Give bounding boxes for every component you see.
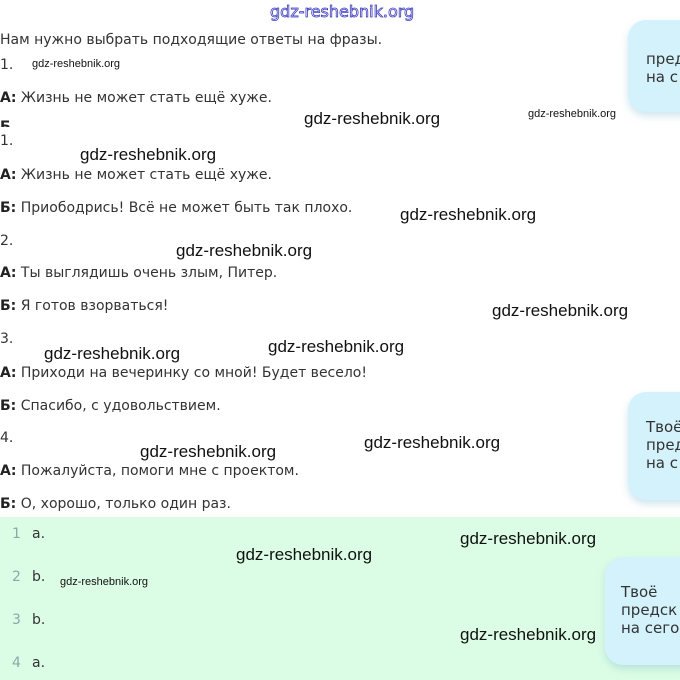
phrase-text: Жизнь не может стать ещё хуже. <box>20 90 272 106</box>
watermark: gdz-reshebnik.org <box>460 625 597 644</box>
answer-value: b. <box>32 612 46 628</box>
reply-text: О, хорошо, только один раз. <box>20 496 231 512</box>
phrase-text: Ты выглядишь очень злым, Питер. <box>20 265 278 281</box>
dialogue-line-a: А: Жизнь не может стать ещё хуже. <box>0 166 272 184</box>
answer-row: 2 b. <box>12 568 45 586</box>
watermark: gdz-reshebnik.org <box>80 145 217 164</box>
speaker-label: Б: <box>0 298 17 314</box>
watermark: gdz-reshebnik.org <box>60 576 149 588</box>
dialogue-number: 4. <box>0 430 14 446</box>
answers-panel <box>0 517 680 680</box>
promo-bubble[interactable]: Твоё предск на сего <box>605 557 680 665</box>
dialogue-number: 1. <box>0 133 14 149</box>
speaker-label: Б: <box>0 496 17 512</box>
watermark: gdz-reshebnik.org <box>400 205 537 224</box>
dialogue-line-a: А: Ты выглядишь очень злым, Питер. <box>0 264 277 282</box>
reply-text: Спасибо, с удовольствием. <box>20 398 221 414</box>
watermark: gdz-reshebnik.org <box>44 344 181 363</box>
speaker-label: А: <box>0 463 17 479</box>
promo-bubble[interactable]: Твоё пред на с <box>628 392 680 500</box>
watermark: gdz-reshebnik.org <box>528 108 617 120</box>
watermark: gdz-reshebnik.org <box>176 241 313 260</box>
phrase-text: Приходи на вечеринку со мной! Будет весе… <box>20 365 367 381</box>
watermark: gdz-reshebnik.org <box>32 58 121 70</box>
answer-number: 3 <box>12 612 21 628</box>
watermark: gdz-reshebnik.org <box>268 337 405 356</box>
watermark: gdz-reshebnik.org <box>492 301 629 320</box>
dialogue-line-a: А: Пожалуйста, помоги мне с проектом. <box>0 462 299 480</box>
reply-text: Я готов взорваться! <box>20 298 169 314</box>
watermark: gdz-reshebnik.org <box>236 545 373 564</box>
answer-row: 1 a. <box>12 525 45 543</box>
speaker-label: А: <box>0 90 17 106</box>
speaker-label: Б <box>0 119 11 127</box>
speaker-label: Б: <box>0 398 17 414</box>
dialogue-line-b: Б: Спасибо, с удовольствием. <box>0 397 221 415</box>
partial-line-a: А: Жизнь не может стать ещё хуже. <box>0 89 272 107</box>
answer-number: 2 <box>12 569 21 585</box>
intro-text: Нам нужно выбрать подходящие ответы на ф… <box>0 32 383 48</box>
partial-number: 1. <box>0 57 14 73</box>
dialogue-line-b: Б: Я готов взорваться! <box>0 297 168 315</box>
phrase-text: Пожалуйста, помоги мне с проектом. <box>20 463 299 479</box>
speaker-label: А: <box>0 365 17 381</box>
reply-text: Приободрись! Всё не может быть так плохо… <box>20 200 353 216</box>
answer-row: 4 a. <box>12 654 45 672</box>
header-watermark: gdz-reshebnik.org <box>270 2 415 22</box>
partial-cut: Б <box>0 118 11 127</box>
answer-number: 1 <box>12 526 21 542</box>
speaker-label: А: <box>0 265 17 281</box>
answer-value: a. <box>32 655 46 671</box>
dialogue-line-b: Б: Приободрись! Всё не может быть так пл… <box>0 199 352 217</box>
answer-value: a. <box>32 526 46 542</box>
dialogue-number: 2. <box>0 233 14 249</box>
watermark: gdz-reshebnik.org <box>140 442 277 461</box>
watermark: gdz-reshebnik.org <box>364 433 501 452</box>
watermark: gdz-reshebnik.org <box>460 529 597 548</box>
phrase-text: Жизнь не может стать ещё хуже. <box>20 167 272 183</box>
answer-number: 4 <box>12 655 21 671</box>
dialogue-line-b: Б: О, хорошо, только один раз. <box>0 495 231 513</box>
speaker-label: Б: <box>0 200 17 216</box>
watermark: gdz-reshebnik.org <box>304 109 441 128</box>
speaker-label: А: <box>0 167 17 183</box>
dialogue-number: 3. <box>0 331 14 347</box>
dialogue-line-a: А: Приходи на вечеринку со мной! Будет в… <box>0 364 367 382</box>
answer-row: 3 b. <box>12 611 45 629</box>
promo-bubble[interactable]: пред на с <box>628 20 680 112</box>
answer-value: b. <box>32 569 46 585</box>
